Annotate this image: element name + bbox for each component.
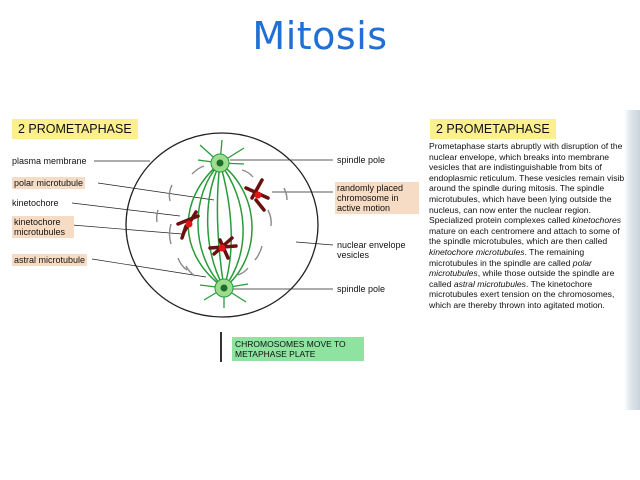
label-astral-microtubule: astral microtubule <box>12 254 88 266</box>
text-phase-header: 2 PROMETAPHASE <box>430 119 556 139</box>
spindle-pole-bottom <box>214 278 234 298</box>
paragraph-run: mature on each centromere and attach to … <box>429 225 620 247</box>
paragraph-term: kinetochores <box>572 215 622 226</box>
prometaphase-description: Prometaphase starts abruptly with disrup… <box>429 141 631 311</box>
leader-astral <box>91 258 207 278</box>
label-kinetochore: kinetochore <box>12 198 59 208</box>
paragraph-term: polar microtubules <box>429 257 592 279</box>
plasma-membrane-outline <box>125 132 319 318</box>
label-nuclear-envelope-vesicles: nuclear envelope vesicles <box>337 240 406 260</box>
paragraph-run: . The kinetochore microtubules exert ten… <box>429 278 615 310</box>
paragraph-run: . The remaining microtubules in the spin… <box>429 246 585 268</box>
spindle-microtubules <box>187 162 253 289</box>
label-plasma-membrane: plasma membrane <box>12 156 87 166</box>
spindle-pole-top <box>210 153 230 173</box>
leader-kinetochore <box>71 202 181 217</box>
label-polar-microtubule: polar microtubule <box>12 177 86 189</box>
leader-kinetochore-mt <box>71 224 183 235</box>
paragraph-run: , while those outside the spindle are ca… <box>429 268 615 289</box>
slide-title: Mitosis <box>252 14 388 58</box>
leader-lines <box>71 159 334 290</box>
kinetochore-left <box>185 220 193 228</box>
page-edge-decoration <box>624 110 640 410</box>
paragraph-term: astral microtubules <box>453 278 526 289</box>
paragraph-run: Prometaphase starts abruptly with disrup… <box>429 141 631 226</box>
paragraph-term: kinetochore microtubules <box>429 246 525 257</box>
nuclear-envelope-vesicles <box>155 165 288 277</box>
label-randomly-placed-chromosome: randomly placed chromosome in active mot… <box>335 182 419 214</box>
caption-box: CHROMOSOMES MOVE TO METAPHASE PLATE <box>232 337 364 361</box>
caption-bar <box>220 332 222 362</box>
kinetochore-center <box>218 244 226 252</box>
diagram-phase-header: 2 PROMETAPHASE <box>12 119 138 139</box>
leader-nuclear-envelope <box>295 241 334 246</box>
label-spindle-pole-top: spindle pole <box>337 155 386 165</box>
kinetochore-upper-right <box>254 191 262 199</box>
label-spindle-pole-bottom: spindle pole <box>337 284 386 294</box>
label-kinetochore-microtubules: kinetochore microtubules <box>12 216 74 238</box>
